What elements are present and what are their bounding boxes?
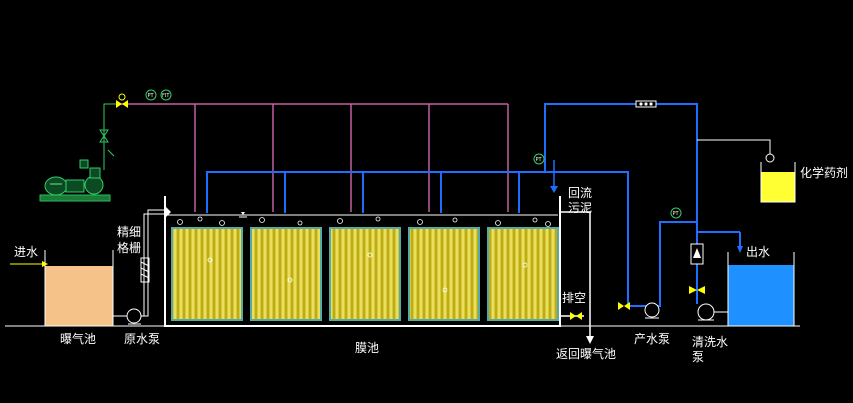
membrane-tank: [164, 196, 561, 327]
drain-label: 排空: [562, 291, 586, 305]
return-sludge-label-1: 回流: [568, 186, 592, 200]
drain-arrow: [586, 336, 594, 344]
air-bubbles: [177, 216, 551, 293]
product-pump-label: 产水泵: [634, 332, 670, 346]
cleaning-pump-icon: [697, 303, 728, 321]
return-sludge-arrow: [550, 186, 558, 193]
raw-pump-label: 原水泵: [124, 332, 160, 346]
air-flow-valve-icon: [116, 93, 128, 108]
svg-text:PT: PT: [536, 157, 543, 163]
air-fit-gauge: FIT: [160, 89, 172, 101]
flowmeter-icon: [635, 100, 657, 108]
membrane-module: [171, 227, 243, 321]
svg-text:PT: PT: [148, 93, 155, 99]
drain-pipe: [560, 211, 591, 336]
air-supply-pipe: [103, 103, 116, 170]
cleaning-pump-label-1: 清洗水: [692, 335, 728, 349]
product-valve-icon: [618, 302, 630, 310]
membrane-module: [250, 227, 322, 321]
aeration-tank-label: 曝气池: [60, 331, 96, 346]
membrane-tank-label: 膜池: [355, 341, 379, 355]
outlet-label: 出水: [746, 245, 770, 259]
chemical-pi-gauge: [765, 153, 775, 163]
raw-pump-icon: [126, 308, 142, 325]
chemical-tank: [760, 162, 796, 203]
air-valve-icon: [99, 129, 115, 157]
air-pt-gauge: PT: [145, 89, 157, 101]
product-pump-icon: [644, 302, 660, 319]
membrane-module: [329, 227, 401, 321]
inlet-arrow: [10, 261, 48, 267]
drain-valve-icon: [570, 312, 582, 320]
outlet-arrow: [737, 232, 743, 253]
cleaning-line-icon: [689, 243, 705, 294]
cleaning-pump-label-2: 泵: [692, 350, 704, 364]
membrane-module: [487, 227, 559, 321]
chemical-label: 化学药剂: [800, 165, 848, 180]
chemical-line: [697, 139, 771, 156]
blower-icon: [39, 159, 111, 202]
svg-text:FIT: FIT: [162, 93, 170, 99]
svg-text:PT: PT: [673, 211, 680, 217]
air-main-pipe: [116, 103, 509, 212]
fine-screen-label-1: 精细: [117, 225, 141, 239]
raw-water-arrow: [165, 206, 171, 218]
permeate-header-pipe: [206, 103, 740, 307]
fine-screen-icon: [140, 257, 150, 283]
product-pt-gauge: PT: [670, 207, 682, 219]
aeration-tank: [44, 250, 114, 327]
return-sludge-label-2: 污泥: [568, 201, 592, 215]
outlet-tank: [727, 252, 795, 327]
permeate-pt-gauge: PT: [533, 153, 545, 165]
inlet-label: 进水: [14, 245, 38, 259]
return-aeration-label: 返回曝气池: [556, 346, 616, 361]
fine-screen-label-2: 格栅: [117, 240, 141, 255]
membrane-module: [408, 227, 480, 321]
